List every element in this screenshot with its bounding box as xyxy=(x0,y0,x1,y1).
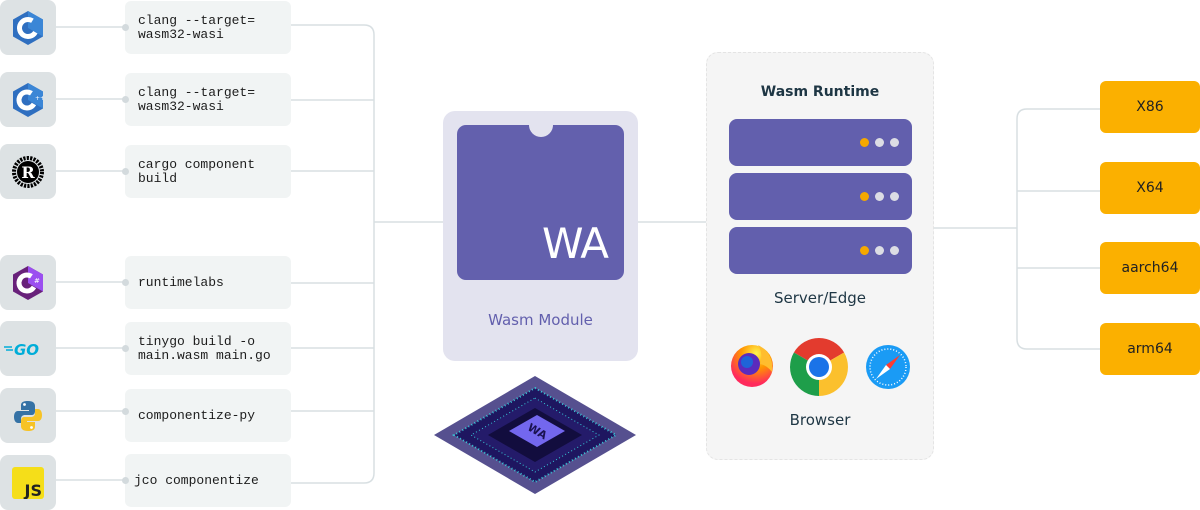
javascript-language-icon: JS xyxy=(0,455,56,510)
connector-dot xyxy=(122,408,129,415)
connector-dot xyxy=(122,477,129,484)
svg-text:#: # xyxy=(34,277,40,285)
wasm-module-card: WA Wasm Module xyxy=(443,111,638,361)
firefox-icon xyxy=(731,345,773,387)
csharp-language-icon: # xyxy=(0,255,56,310)
connector-dot xyxy=(122,96,129,103)
cpp-language-icon: ++ xyxy=(0,72,56,127)
wasm-module-label: Wasm Module xyxy=(488,311,593,329)
connector-dot xyxy=(122,168,129,175)
command-card: jco componentize xyxy=(125,454,291,507)
svg-text:GO: GO xyxy=(14,341,39,357)
command-card: clang --target= wasm32-wasi xyxy=(125,1,291,54)
command-card: runtimelabs xyxy=(125,256,291,309)
go-language-icon: GO xyxy=(0,321,56,376)
connector-dot xyxy=(122,279,129,286)
chip-icon: WA xyxy=(434,376,636,494)
arch-x64: X64 xyxy=(1100,162,1200,214)
command-card: componentize-py xyxy=(125,389,291,442)
webassembly-logo-icon: WA xyxy=(457,113,624,280)
command-card: tinygo build -o main.wasm main.go xyxy=(125,322,291,375)
server-icon xyxy=(729,173,912,220)
server-icon xyxy=(729,227,912,274)
svg-text:JS: JS xyxy=(24,481,42,499)
browser-label: Browser xyxy=(789,411,851,429)
chrome-icon xyxy=(790,338,848,396)
c-language-icon xyxy=(0,0,56,55)
webassembly-logo-text: WA xyxy=(542,219,609,268)
svg-text:R: R xyxy=(21,163,35,182)
rust-language-icon: R xyxy=(0,144,56,199)
svg-text:++: ++ xyxy=(35,95,43,102)
connector-dot xyxy=(122,345,129,352)
connector-dot xyxy=(122,24,129,31)
safari-icon xyxy=(866,345,910,389)
wasm-runtime-panel: Wasm Runtime Server/Edge Browser xyxy=(706,52,934,460)
runtime-title: Wasm Runtime xyxy=(760,84,880,100)
python-language-icon xyxy=(0,388,56,443)
arch-aarch64: aarch64 xyxy=(1100,242,1200,294)
arch-arm64: arm64 xyxy=(1100,323,1200,375)
server-edge-label: Server/Edge xyxy=(774,289,866,307)
arch-x86: X86 xyxy=(1100,81,1200,133)
command-card: clang --target= wasm32-wasi xyxy=(125,73,291,126)
server-icon xyxy=(729,119,912,166)
command-card: cargo component build xyxy=(125,145,291,198)
